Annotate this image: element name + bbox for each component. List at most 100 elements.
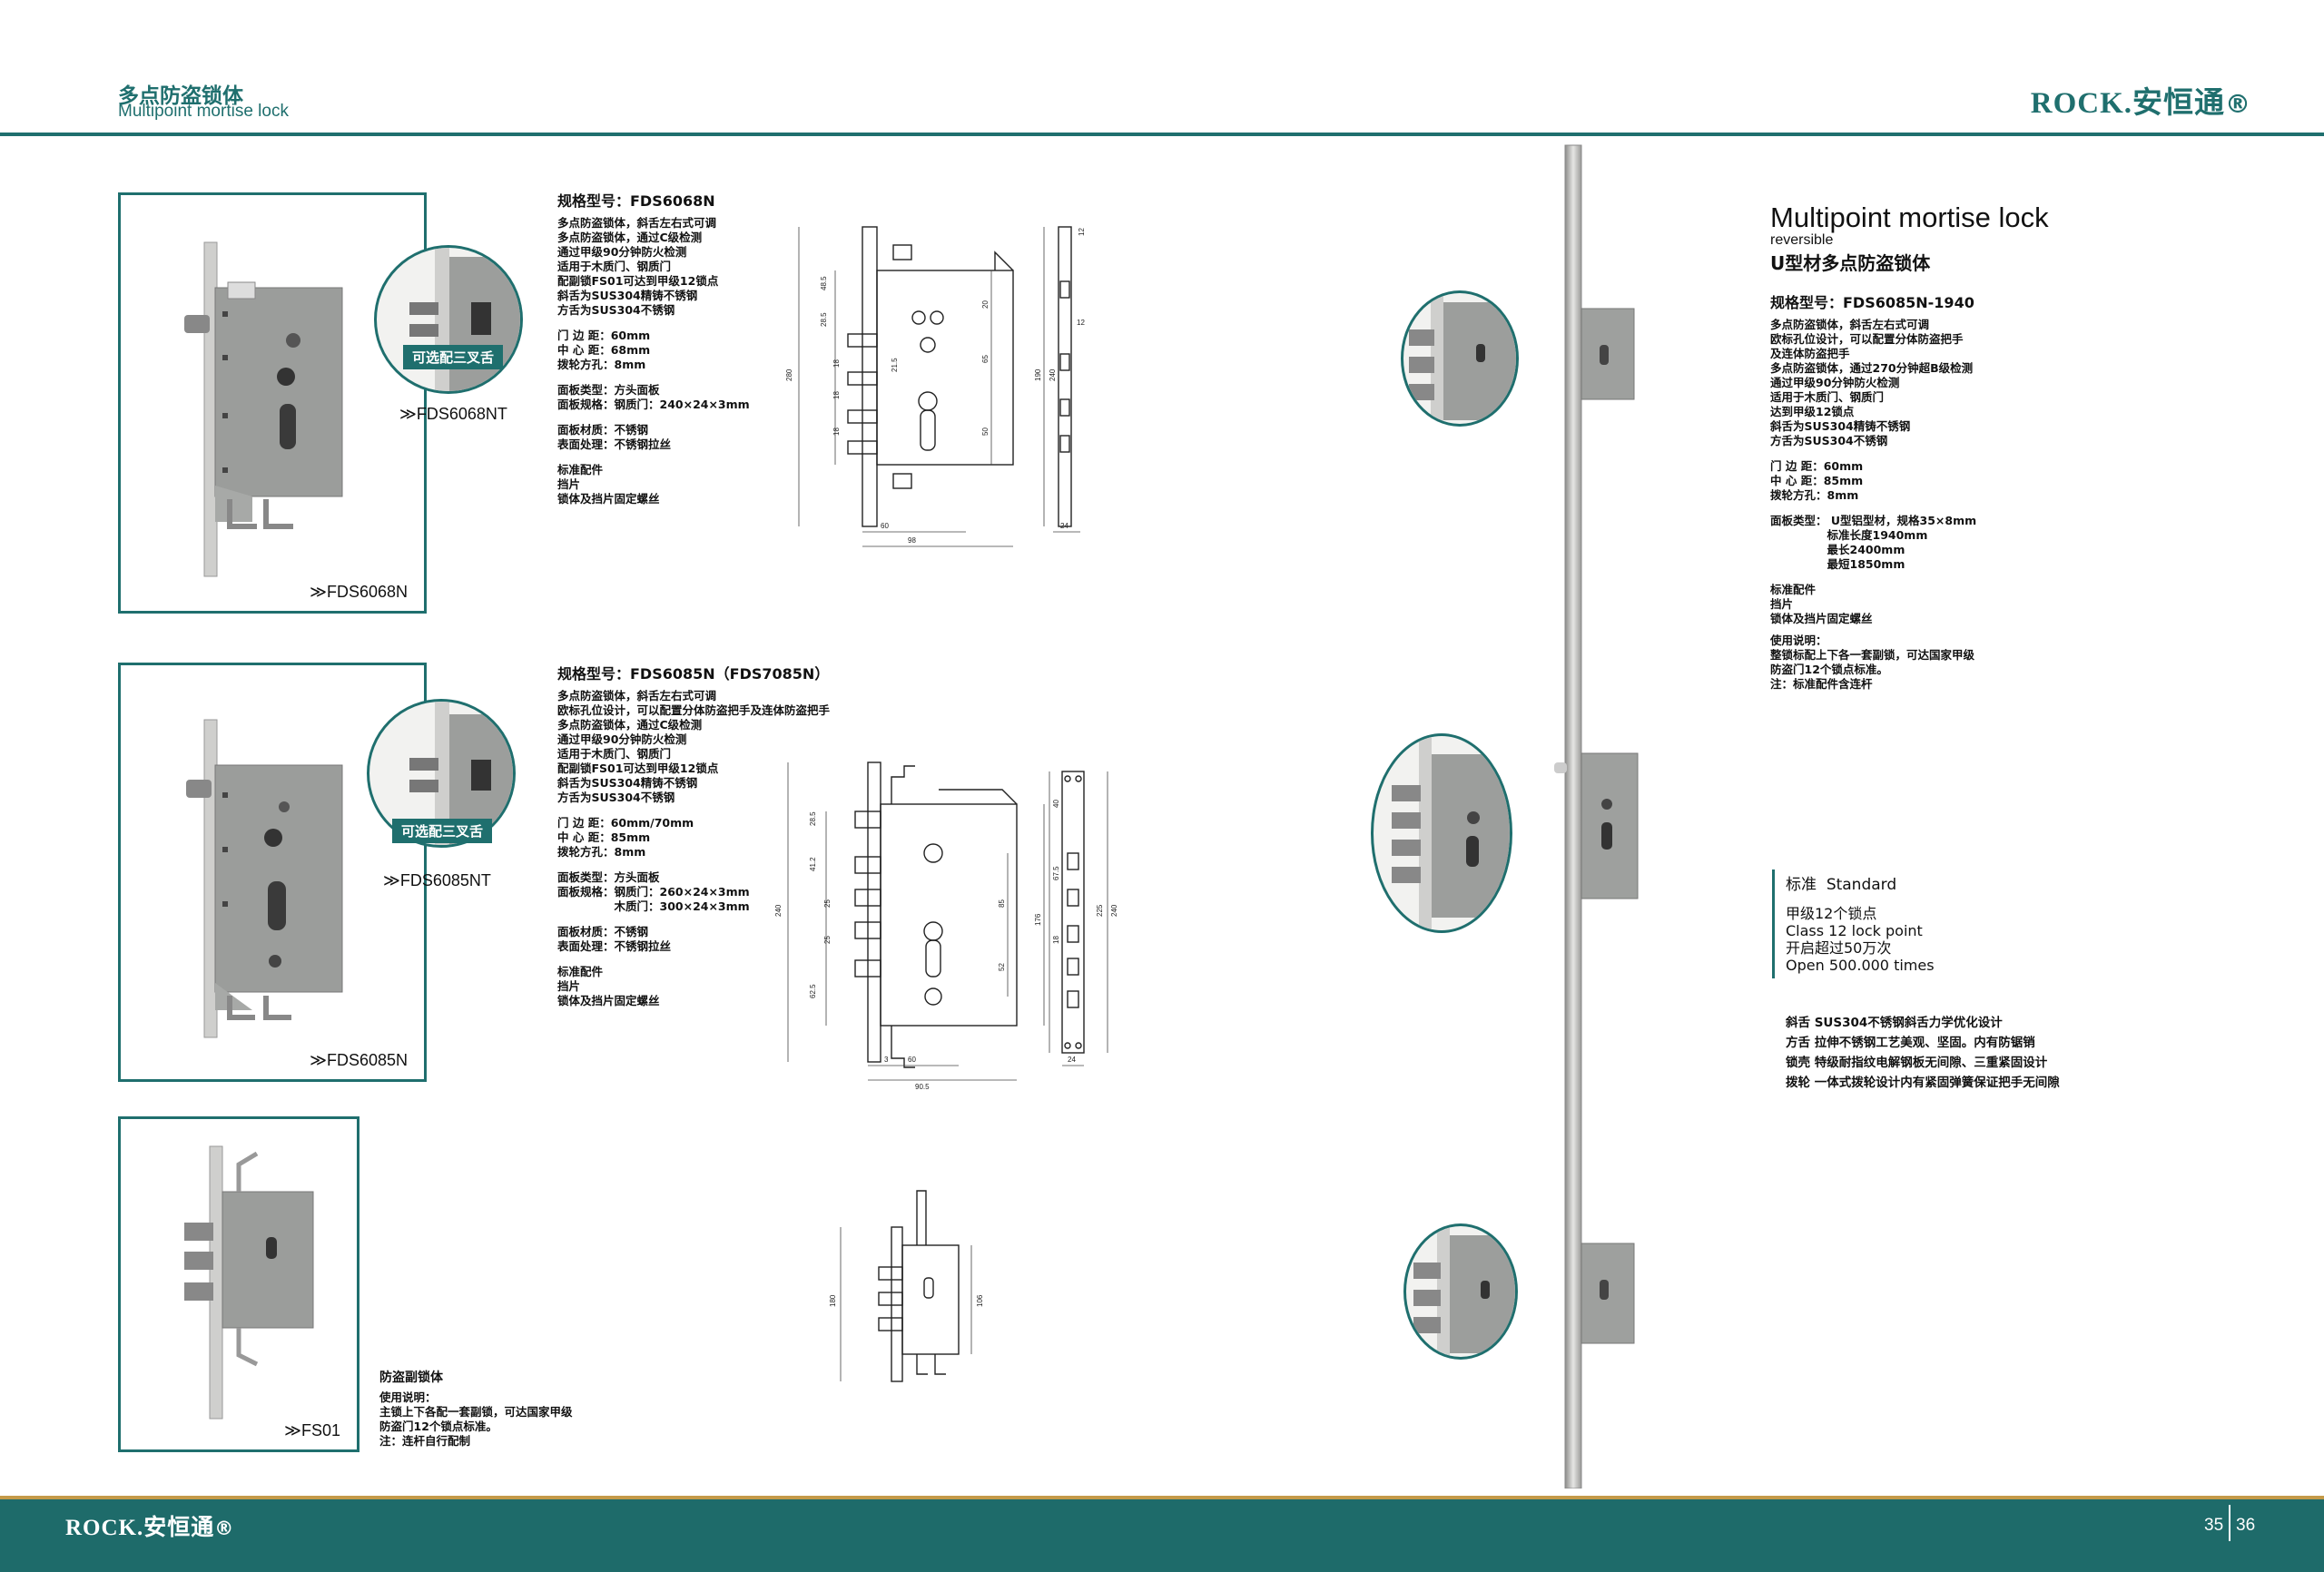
- svg-text:28.5: 28.5: [820, 312, 828, 327]
- svg-text:18: 18: [832, 391, 841, 399]
- right-page-title: Multipoint mortise lock: [1770, 201, 2049, 233]
- svg-text:21.5: 21.5: [891, 358, 899, 372]
- callout-main-lock: [1371, 733, 1512, 933]
- svg-text:41.2: 41.2: [809, 857, 817, 871]
- footer-bar: [0, 1499, 2324, 1572]
- svg-text:190: 190: [1034, 368, 1042, 381]
- svg-text:25: 25: [823, 936, 832, 944]
- svg-text:18: 18: [832, 359, 841, 368]
- page-number-divider: [2229, 1505, 2230, 1541]
- spec-dimensions: 门 边 距：60mm/70mm 中 心 距：85mm 拨轮方孔：8mm: [557, 816, 694, 859]
- spec-panel: 面板类型：方头面板 面板规格：钢质门：260×24×3mm 木质门：300×24…: [557, 870, 750, 913]
- svg-text:25: 25: [823, 899, 832, 908]
- spec-features: 多点防盗锁体，斜舌左右式可调 多点防盗锁体，通过C级检测 通过甲级90分钟防火检…: [557, 216, 719, 317]
- spec-title: 规格型号：FDS6085N-1940: [1770, 294, 1974, 311]
- svg-text:24: 24: [1060, 522, 1068, 530]
- main-lock-detail-photo: [1392, 736, 1510, 930]
- technical-drawing-fds6068n: 280 48.5 28.5 18 18 18 21.5 20 65 50 190…: [785, 226, 1086, 547]
- spec-fds6085n-1940: 规格型号：FDS6085N-1940 多点防盗锁体，斜舌左右式可调 欧标孔位设计…: [1770, 296, 1976, 692]
- section-title-cn: 多点防盗锁体: [118, 84, 243, 108]
- product-image-fds6068n: ≫FDS6068N: [118, 192, 427, 614]
- svg-text:52: 52: [998, 963, 1006, 971]
- svg-text:280: 280: [785, 368, 793, 381]
- svg-text:240: 240: [774, 904, 783, 917]
- technical-drawing-fs01: 180 106: [829, 1190, 984, 1382]
- spec-finish: 面板材质：不锈钢 表面处理：不锈钢拉丝: [557, 423, 672, 451]
- auxiliary-lock-photo: [184, 1145, 314, 1420]
- spec-accessories: 标准配件 挡片 锁体及挡片固定螺丝: [557, 463, 660, 506]
- highlight-item: 锁壳 特级耐指纹电解钢板无间隙、三重紧固设计: [1786, 1056, 2048, 1070]
- svg-text:240: 240: [1110, 904, 1118, 917]
- callout-tag: 可选配三叉舌: [403, 345, 504, 369]
- svg-text:85: 85: [998, 899, 1006, 908]
- bottom-lock-detail-photo: [1413, 1226, 1515, 1357]
- spec-dimensions: 门 边 距：60mm 中 心 距：68mm 拨轮方孔：8mm: [557, 329, 651, 371]
- right-page-subtitle: reversible: [1770, 232, 1834, 248]
- spec-finish: 面板材质：不锈钢 表面处理：不锈钢拉丝: [557, 925, 672, 953]
- svg-text:40: 40: [1052, 800, 1060, 808]
- svg-text:225: 225: [1096, 904, 1104, 917]
- svg-text:240: 240: [1049, 368, 1057, 381]
- svg-text:18: 18: [832, 427, 841, 436]
- footer-accent-rule: [0, 1496, 2324, 1499]
- svg-text:50: 50: [981, 427, 990, 436]
- lock-photo: [186, 719, 343, 1038]
- spec-title: 规格型号：FDS6068N: [557, 192, 715, 210]
- svg-text:60: 60: [908, 1056, 916, 1064]
- svg-text:60: 60: [881, 522, 889, 530]
- svg-text:106: 106: [976, 1294, 984, 1307]
- product-caption: ≫FS01: [284, 1421, 340, 1439]
- product-caption: ≫FDS6068N: [310, 583, 408, 601]
- spec-panel: 面板类型：方头面板 面板规格：钢质门：240×24×3mm: [557, 383, 750, 411]
- bolt-detail-photo: [409, 248, 520, 391]
- standard-accent-bar: [1772, 870, 1775, 978]
- spec-fds6068n: 规格型号：FDS6068N 多点防盗锁体，斜舌左右式可调 多点防盗锁体，通过C级…: [557, 194, 750, 506]
- spec-panel: 面板类型： U型铝型材，规格35×8mm 标准长度1940mm 最长2400mm…: [1770, 514, 1977, 571]
- svg-text:20: 20: [981, 300, 990, 309]
- svg-text:28.5: 28.5: [809, 811, 817, 826]
- spec-title: 规格型号：FDS6085N（FDS7085N）: [557, 665, 830, 683]
- callout-three-prong-bolt: [374, 245, 523, 394]
- highlight-item: 拨轮 一体式拨轮设计内有紧固弹簧保证把手无间隙: [1786, 1076, 2060, 1090]
- svg-text:12: 12: [1077, 319, 1085, 327]
- u-profile-lock-photo: [1554, 144, 1639, 1488]
- standard-block: 标准 Standard 甲级12个锁点 Class 12 lock point …: [1786, 876, 1935, 975]
- top-lock-detail-photo: [1409, 293, 1516, 424]
- svg-text:180: 180: [829, 1294, 837, 1307]
- svg-text:176: 176: [1034, 913, 1042, 926]
- spec-fs01: 防盗副锁体 使用说明： 主锁上下各配一套副锁，可达国家甲级 防盗门12个锁点标准…: [379, 1371, 573, 1448]
- callout-tag: 可选配三叉舌: [392, 819, 493, 843]
- spec-dimensions: 门 边 距：60mm 中 心 距：85mm 拨轮方孔：8mm: [1770, 459, 1864, 502]
- spec-accessories: 标准配件 挡片 锁体及挡片固定螺丝: [557, 965, 660, 1007]
- svg-text:12: 12: [1078, 228, 1086, 236]
- svg-text:65: 65: [981, 355, 990, 363]
- highlight-item: 方舌 拉伸不锈钢工艺美观、坚固。内有防锯销: [1786, 1036, 2035, 1050]
- spec-fds6085n: 规格型号：FDS6085N（FDS7085N） 多点防盗锁体，斜舌左右式可调 欧…: [557, 667, 830, 1008]
- highlights-list: 斜舌 SUS304不锈钢斜舌力学优化设计 方舌 拉伸不锈钢工艺美观、坚固。内有防…: [1786, 1013, 2060, 1093]
- svg-text:62.5: 62.5: [809, 984, 817, 998]
- callout-bottom-lock: [1403, 1223, 1518, 1360]
- spec-usage: 使用说明： 整锁标配上下各一套副锁，可达国家甲级 防盗门12个锁点标准。 注：标…: [1770, 634, 1975, 691]
- highlight-item: 斜舌 SUS304不锈钢斜舌力学优化设计: [1786, 1016, 2003, 1030]
- page-number-right: 36: [2236, 1516, 2256, 1535]
- svg-text:98: 98: [908, 536, 916, 545]
- svg-text:24: 24: [1068, 1056, 1076, 1064]
- right-page-title-cn: U型材多点防盗锁体: [1770, 252, 1931, 274]
- usage-title: 使用说明：: [379, 1390, 437, 1404]
- variant-label: ≫FDS6085NT: [383, 871, 491, 889]
- footer-brand-logo: ROCK.安恒通®: [65, 1516, 235, 1540]
- header-rule: [0, 133, 2324, 136]
- brand-logo: ROCK.安恒通®: [2030, 87, 2251, 120]
- svg-text:48.5: 48.5: [820, 276, 828, 290]
- svg-text:18: 18: [1052, 936, 1060, 944]
- page-number-left: 35: [2204, 1516, 2224, 1535]
- svg-text:90.5: 90.5: [915, 1083, 930, 1091]
- product-image-fds6085n: ≫FDS6085N: [118, 663, 427, 1082]
- variant-label: ≫FDS6068NT: [399, 405, 507, 423]
- svg-text:67.5: 67.5: [1052, 866, 1060, 880]
- product-caption: ≫FDS6085N: [310, 1051, 408, 1069]
- product-image-fs01: ≫FS01: [118, 1116, 359, 1452]
- technical-drawing-fds6085n: 240 28.5 41.2 25 25 62.5 85 52 176 40 67…: [774, 761, 1118, 1091]
- callout-top-lock: [1401, 290, 1519, 427]
- lock-photo: [184, 241, 343, 577]
